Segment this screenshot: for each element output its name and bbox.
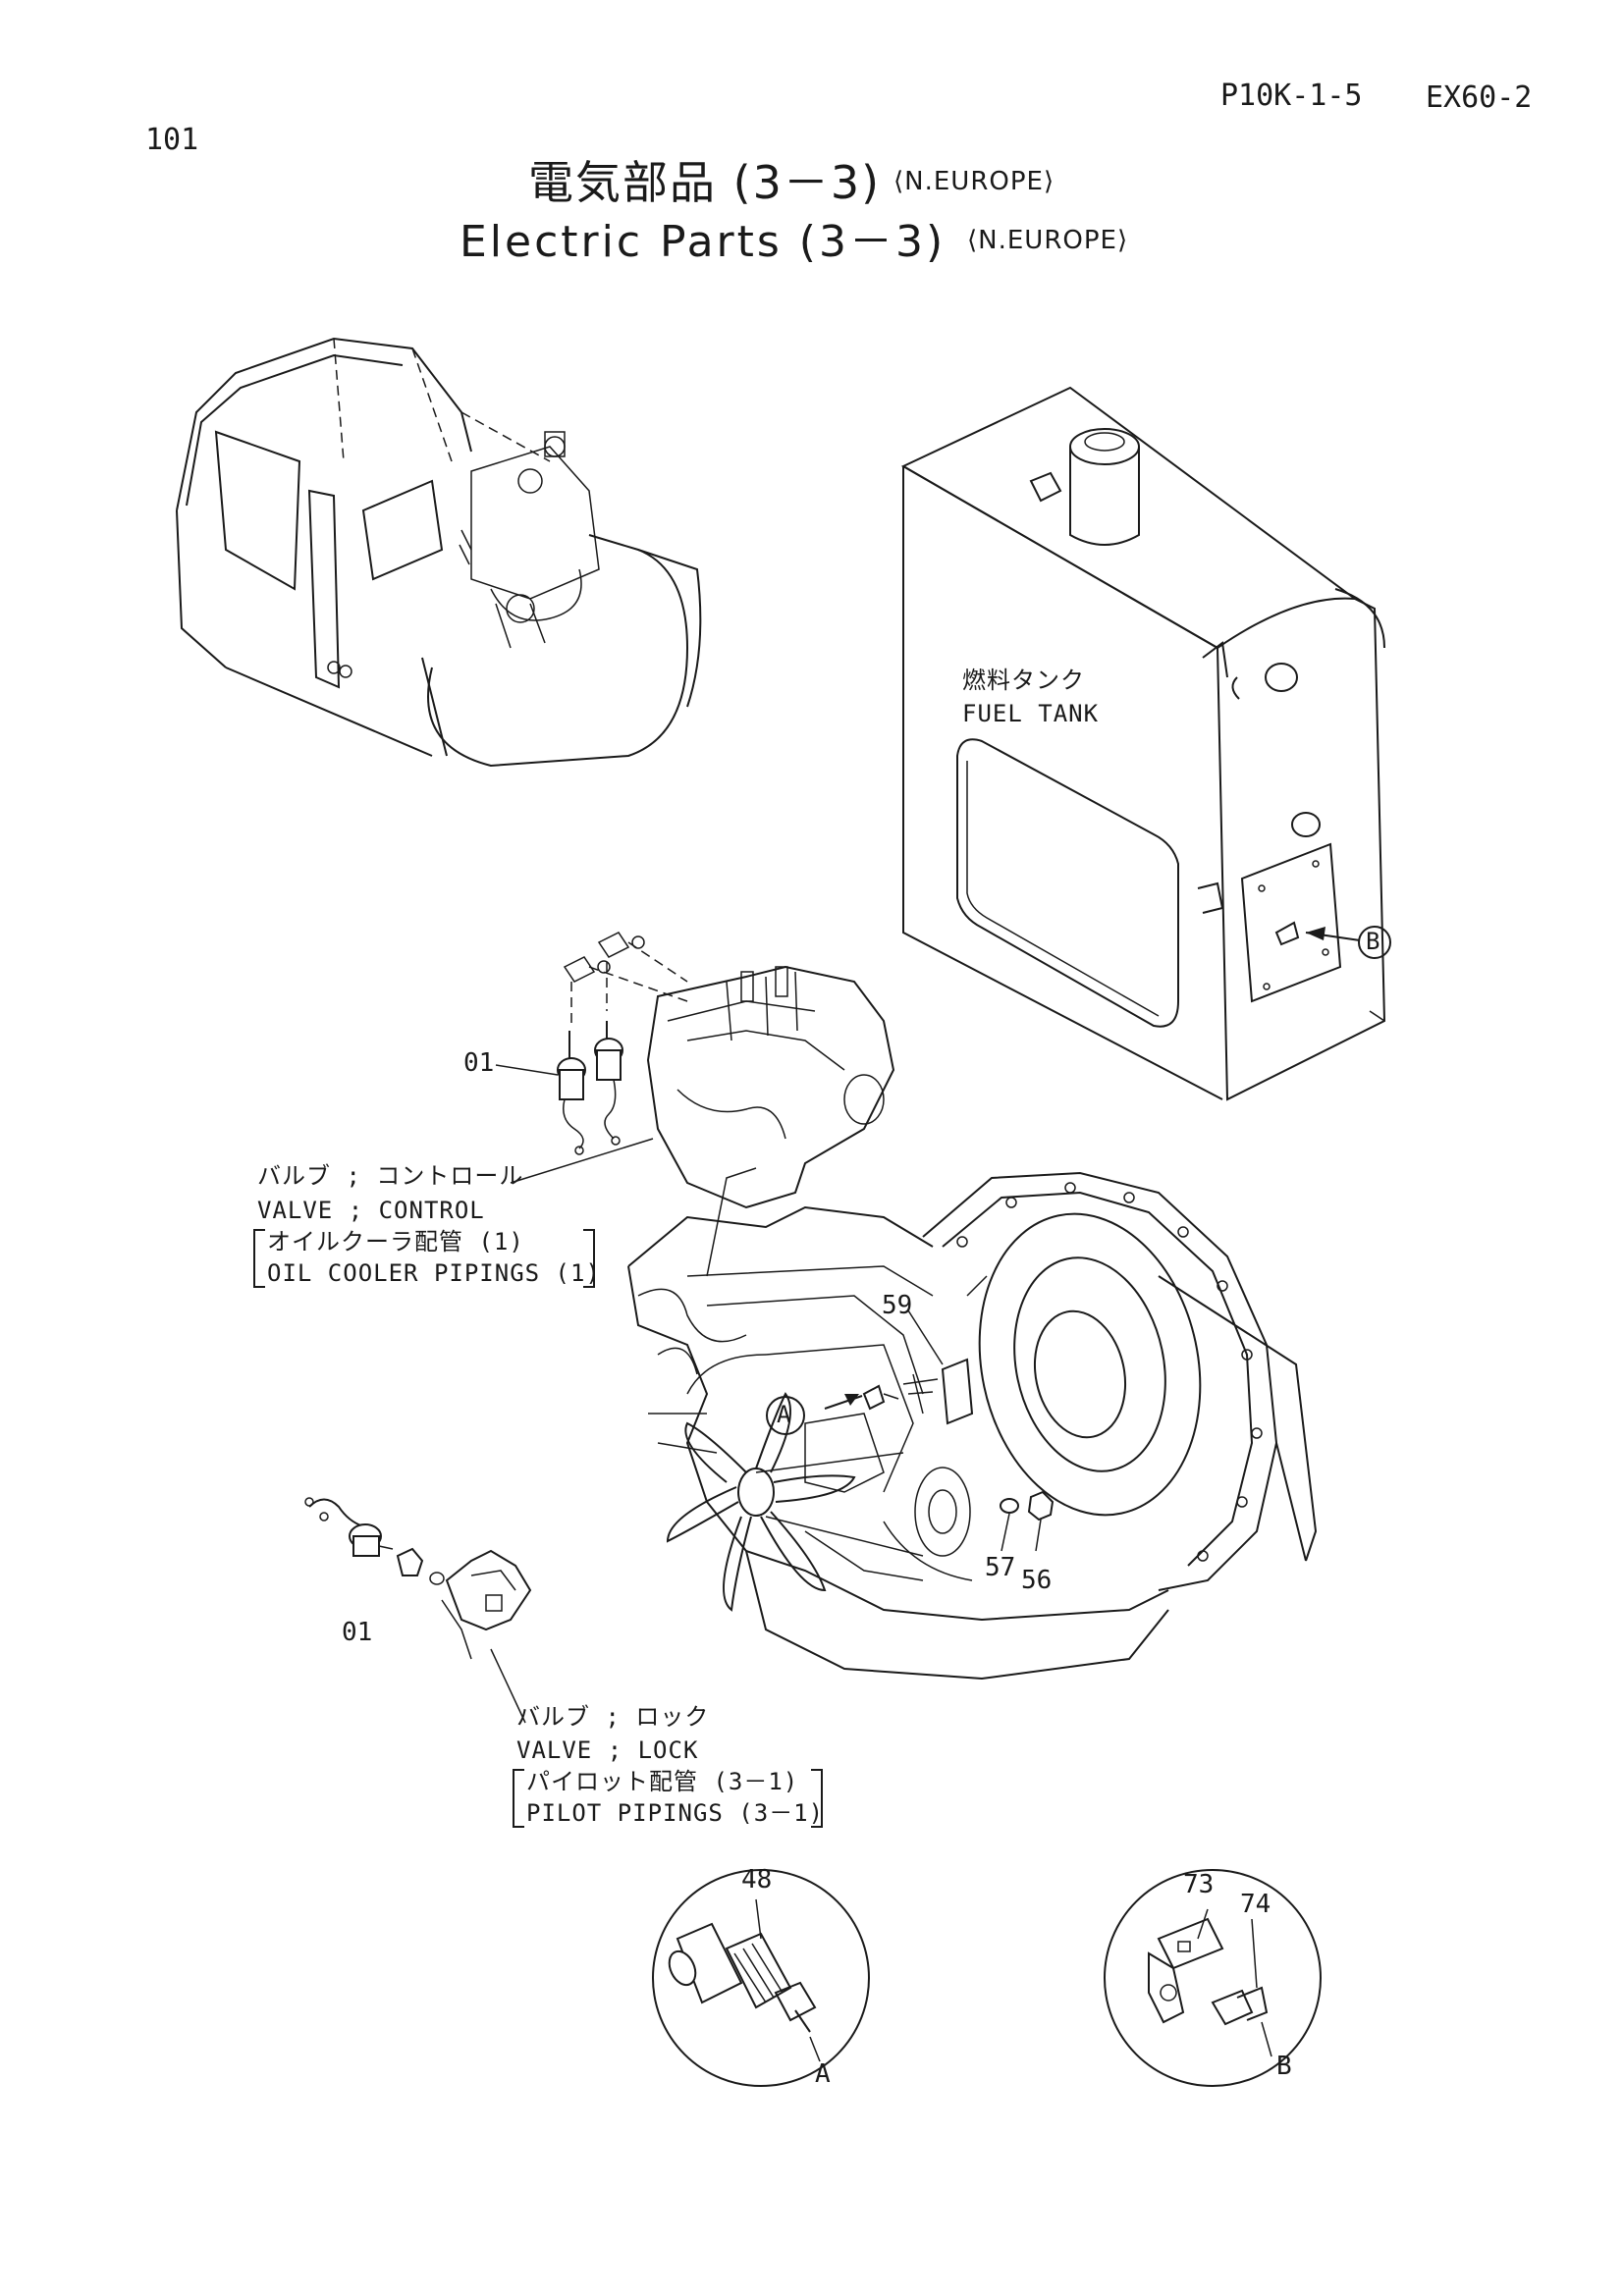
lock-valve-label-en: VALVE ; LOCK	[516, 1736, 699, 1764]
oil-cooler-bracket-left	[253, 1229, 265, 1288]
part-number-56: 56	[1021, 1566, 1053, 1595]
lock-valve-illustration	[305, 1498, 530, 1723]
page-number: 101	[145, 123, 199, 157]
lock-valve-label-jp: バルブ ; ロック	[516, 1703, 710, 1731]
oil-cooler-bracket-right	[583, 1229, 595, 1288]
pilot-label-jp: パイロット配管 (3－1)	[526, 1768, 799, 1795]
fuel-tank-label-jp: 燃料タンク	[962, 667, 1085, 694]
control-valve-illustration	[496, 933, 893, 1207]
pilot-bracket-right	[811, 1769, 823, 1828]
detail-ref-b-circle: B	[1276, 2052, 1292, 2081]
fuel-tank-illustration	[903, 388, 1390, 1099]
part-number-59: 59	[882, 1291, 913, 1320]
part-number-01-lower: 01	[342, 1618, 373, 1647]
detail-ref-a-circle: A	[815, 2059, 831, 2089]
detail-ref-b-tank: B	[1366, 928, 1380, 955]
oil-cooler-label-en: OIL COOLER PIPINGS (1)	[267, 1259, 601, 1287]
part-number-73: 73	[1183, 1870, 1215, 1899]
part-number-74: 74	[1240, 1890, 1271, 1919]
catalog-reference: P10K-1-5	[1220, 79, 1363, 113]
part-number-48: 48	[741, 1865, 773, 1895]
engine-illustration	[628, 1168, 1316, 1679]
pilot-label-en: PILOT PIPINGS (3－1)	[526, 1799, 825, 1827]
region-tag-en: ⟨N.EUROPE⟩	[967, 226, 1129, 255]
part-number-57: 57	[985, 1553, 1016, 1582]
oil-cooler-label-jp: オイルクーラ配管 (1)	[267, 1228, 524, 1255]
page-title-en: Electric Parts (3－3)	[460, 217, 947, 267]
page-title-jp: 電気部品 (3－3)	[528, 156, 882, 209]
control-valve-label-en: VALVE ; CONTROL	[257, 1197, 485, 1224]
pilot-bracket-left	[513, 1769, 524, 1828]
detail-a-illustration	[653, 1870, 869, 2086]
model-code: EX60-2	[1426, 80, 1533, 115]
detail-b-illustration	[1105, 1870, 1321, 2086]
engine-fan-illustration	[668, 1394, 854, 1610]
fuel-tank-label-en: FUEL TANK	[962, 700, 1100, 727]
detail-ref-a-engine: A	[777, 1401, 791, 1428]
excavator-overview-illustration	[177, 339, 700, 766]
control-valve-label-jp: バルブ ; コントロール	[257, 1162, 524, 1190]
region-tag-jp: ⟨N.EUROPE⟩	[893, 167, 1055, 196]
part-number-01-upper: 01	[463, 1048, 495, 1078]
